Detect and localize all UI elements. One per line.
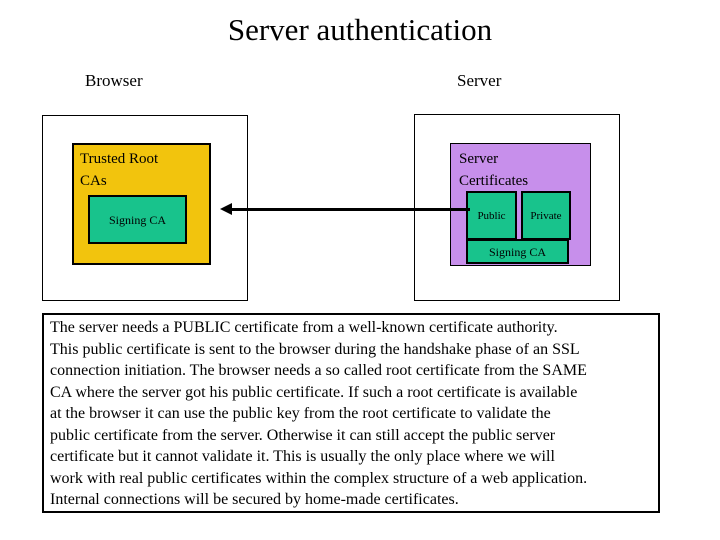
browser-signing-ca-box: Signing CA xyxy=(88,195,187,244)
trusted-root-cas-inner-layer: Signing CA xyxy=(72,143,211,265)
arrow-server-to-browser-line xyxy=(229,208,470,211)
server-container-box: Server Certificates Public Private Signi… xyxy=(414,114,620,301)
slide-title: Server authentication xyxy=(227,12,493,47)
browser-column-label: Browser xyxy=(85,71,143,90)
server-certificates-inner-layer: Public Private Signing CA xyxy=(450,143,591,266)
public-certificate-box: Public xyxy=(466,191,517,240)
private-certificate-box: Private xyxy=(521,191,571,240)
server-signing-ca-box: Signing CA xyxy=(466,239,569,264)
arrow-server-to-browser-head-icon xyxy=(220,203,232,215)
server-column-label: Server xyxy=(457,71,502,90)
description-text-box: The server needs a PUBLIC certificate fr… xyxy=(42,313,660,513)
browser-container-box: Trusted Root CAs Signing CA xyxy=(42,115,248,301)
